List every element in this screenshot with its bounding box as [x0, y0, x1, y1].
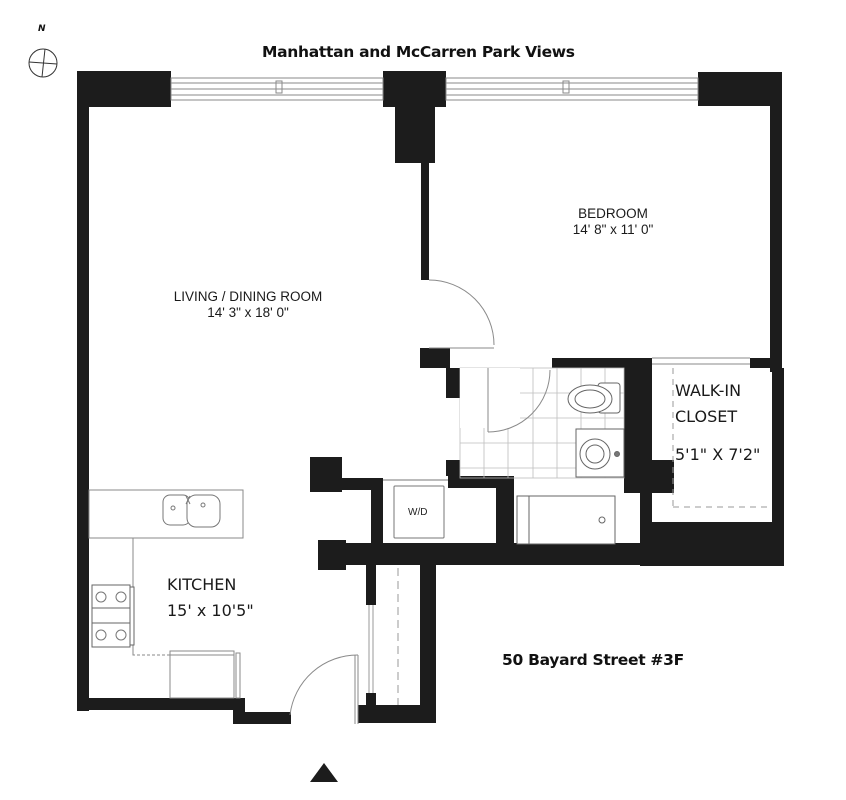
- bedroom-label: BEDROOM 14' 8" x 11' 0": [558, 206, 668, 238]
- bedroom-door: [428, 279, 495, 349]
- toilet-icon: [567, 382, 621, 414]
- entry-arrow-icon: [310, 763, 338, 782]
- stove-icon: [91, 584, 135, 648]
- bathroom-door: [487, 368, 551, 433]
- kitchen-label: KITCHEN 15' x 10'5": [167, 572, 254, 624]
- kitchen-name: KITCHEN: [167, 575, 237, 594]
- bath-door-area: [460, 368, 520, 428]
- hall-closet: [368, 568, 399, 705]
- washer-dryer: [383, 479, 448, 539]
- bathtub-icon: [516, 495, 616, 545]
- closet-shelf: [672, 368, 770, 508]
- entry-door: [289, 654, 359, 724]
- walk-in-closet-label: WALK-IN CLOSET 5'1" X 7'2": [675, 378, 760, 468]
- kitchen-sink-icon: [162, 494, 221, 528]
- washer-dryer-label: W/D: [408, 507, 428, 518]
- closet-name-line2: CLOSET: [675, 407, 738, 426]
- living-room-label: LIVING / DINING ROOM 14' 3" x 18' 0": [157, 289, 339, 321]
- bathroom-sink-icon: [575, 428, 625, 478]
- bedroom-name: BEDROOM: [578, 206, 648, 221]
- living-room-dims: 14' 3" x 18' 0": [207, 305, 289, 320]
- page-title: Manhattan and McCarren Park Views: [262, 43, 575, 61]
- bedroom-dims: 14' 8" x 11' 0": [572, 222, 654, 237]
- north-windows: [170, 77, 750, 365]
- refrigerator-icon: [169, 650, 241, 699]
- compass-north-label: N: [38, 24, 46, 34]
- closet-name-line1: WALK-IN: [675, 381, 742, 400]
- compass-icon: [28, 48, 58, 78]
- address-label: 50 Bayard Street #3F: [502, 651, 684, 669]
- closet-dims: 5'1" X 7'2": [675, 445, 761, 464]
- kitchen-dims: 15' x 10'5": [167, 601, 254, 620]
- exterior-walls: [77, 71, 784, 724]
- living-room-name: LIVING / DINING ROOM: [173, 289, 323, 304]
